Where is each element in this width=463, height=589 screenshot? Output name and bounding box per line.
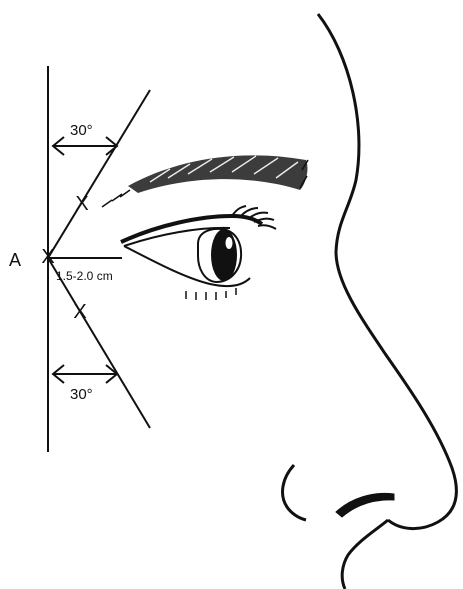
nostril-curve [283,465,306,520]
distance-label: 1.5-2.0 cm [56,269,113,283]
upper-angle-line [48,90,150,258]
upper-cross-mark: X [75,193,88,215]
face-profile-line [318,14,456,529]
lower-cross-mark: X [73,301,86,323]
eyebrow [102,155,308,207]
upper-angle-arrow [53,137,117,155]
nostril-mark [336,493,394,517]
point-a-label: A [9,250,21,270]
lower-angle-line [48,258,150,428]
point-a-cross-mark: X [41,246,54,268]
lower-angle-label: 30° [70,386,93,403]
lower-angle-arrow [53,365,117,383]
eye [121,206,276,300]
upper-angle-label: 30° [70,122,93,139]
lip-line [342,520,388,589]
